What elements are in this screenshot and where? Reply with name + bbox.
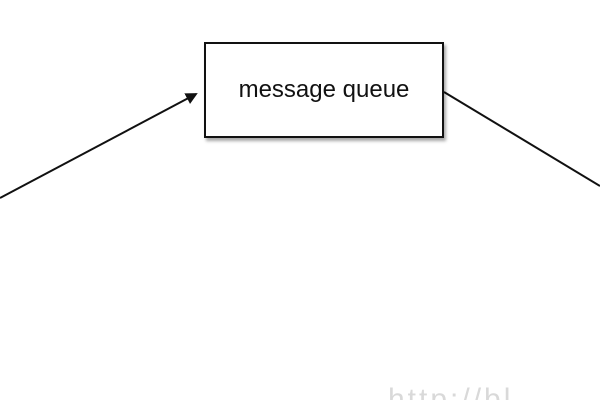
message-queue-label: message queue [238, 76, 410, 103]
edge-out-of-message-queue [443, 91, 600, 187]
edge-into-message-queue [0, 93, 198, 199]
watermark-text: http://bl [388, 383, 514, 400]
message-queue-node[interactable]: message queue [204, 42, 444, 138]
